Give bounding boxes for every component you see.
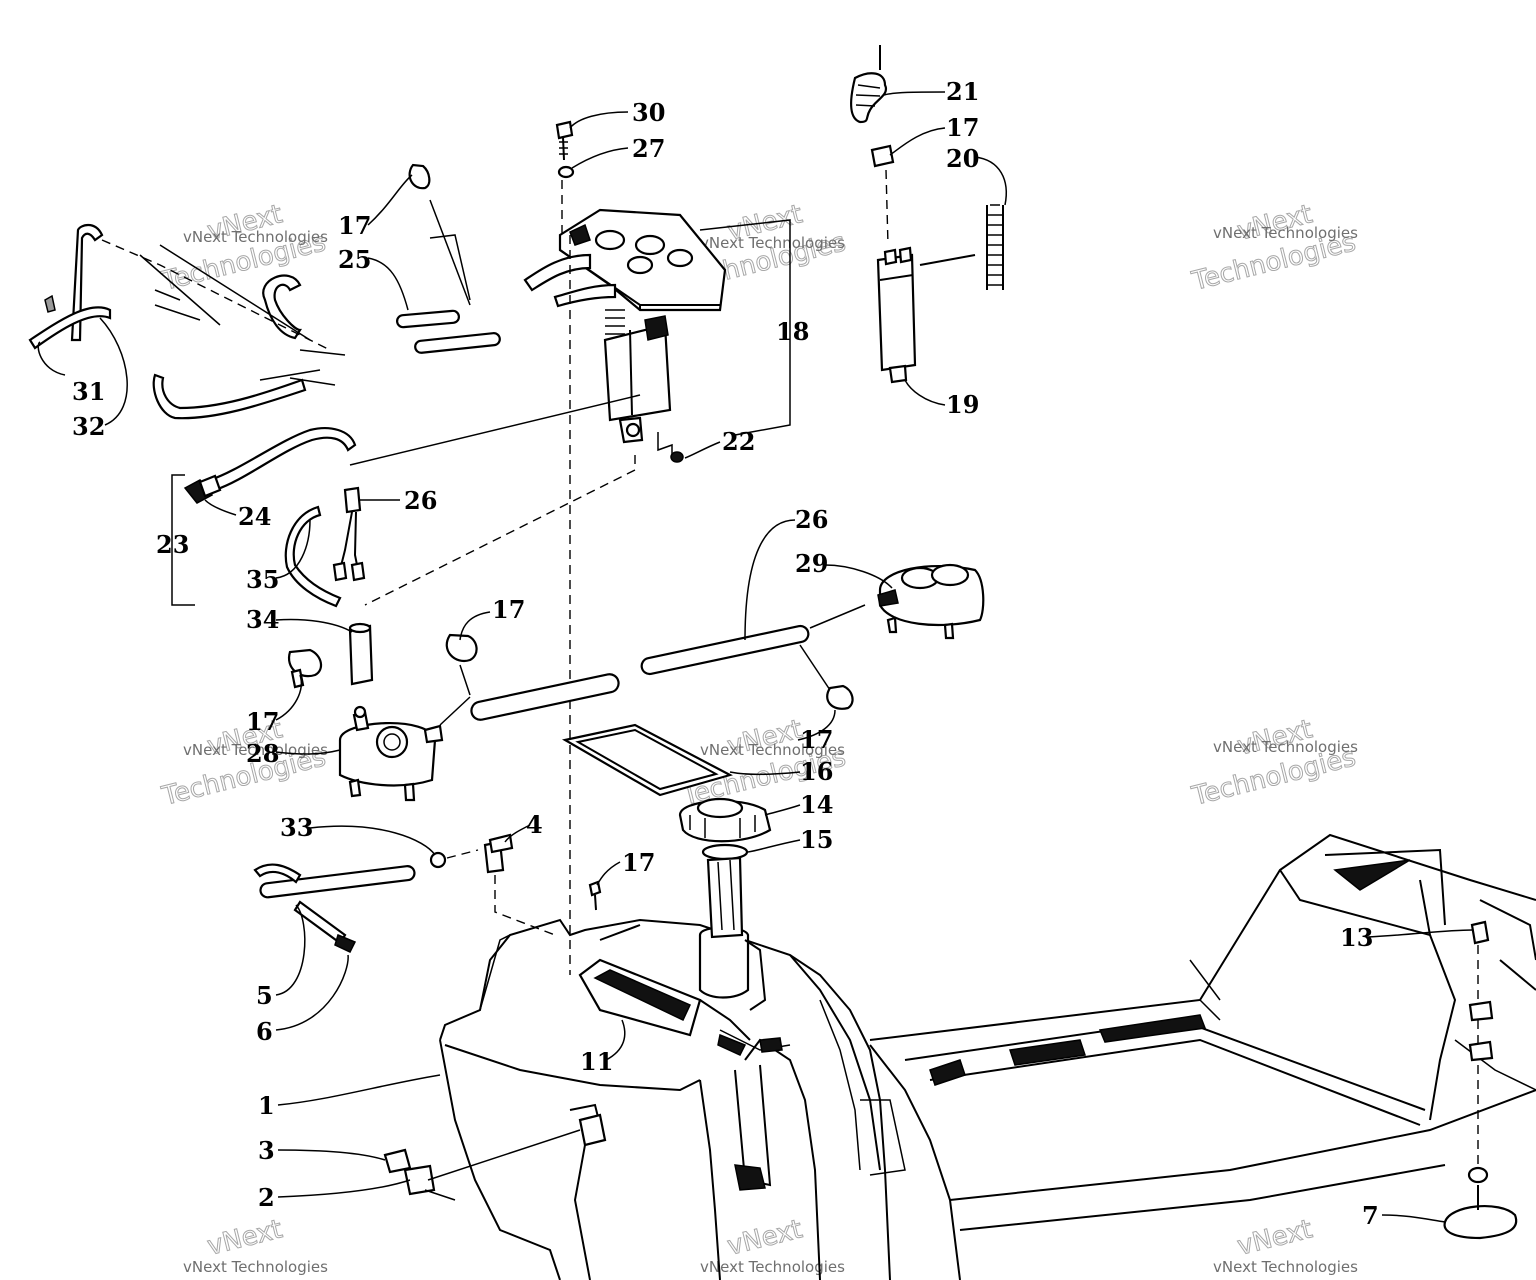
fuel-pump xyxy=(850,45,1004,384)
svg-text:vNext Technologies: vNext Technologies xyxy=(700,234,845,252)
svg-text:vNext Technologies: vNext Technologies xyxy=(183,1258,328,1276)
svg-text:vNext Technologies: vNext Technologies xyxy=(1213,224,1358,242)
callout-33: 33 xyxy=(280,813,313,842)
callout-17-middle: 17 xyxy=(492,595,525,624)
svg-text:vNext: vNext xyxy=(204,1214,285,1261)
callout-1: 1 xyxy=(258,1091,275,1120)
callout-17-top-left: 17 xyxy=(338,211,371,240)
svg-text:vNext: vNext xyxy=(1234,1214,1315,1261)
svg-text:vNext Technologies: vNext Technologies xyxy=(183,228,328,246)
fuel-lines xyxy=(287,563,985,802)
callout-23: 23 xyxy=(156,530,189,559)
watermark: vNext vNext Technologies xyxy=(1213,1214,1358,1276)
watermark: vNext Technologies vNext Technologies xyxy=(1188,199,1359,298)
callout-11: 11 xyxy=(580,1047,613,1076)
svg-text:vNext Technologies: vNext Technologies xyxy=(1213,1258,1358,1276)
callout-7: 7 xyxy=(1362,1201,1379,1230)
callout-30: 31 xyxy=(72,377,105,406)
callout-17-top-right: 17 xyxy=(946,113,979,142)
callout-34: 34 xyxy=(246,605,279,634)
callout-18: 18 xyxy=(776,317,809,346)
chassis-tunnel xyxy=(869,833,1536,1280)
callout-32: 30 xyxy=(632,98,665,127)
callout-22: 21 xyxy=(946,77,979,106)
leader-lines xyxy=(37,91,1473,1223)
small-fittings xyxy=(253,833,1518,1240)
watermark: vNext vNext Technologies xyxy=(183,1214,328,1276)
bolt-and-washer xyxy=(555,120,575,179)
callout-15: 13 xyxy=(1340,923,1373,952)
callout-25: 26 xyxy=(404,486,437,515)
callout-16: 17 xyxy=(622,848,655,877)
svg-text:vNext Technologies: vNext Technologies xyxy=(183,741,328,759)
callout-26-right: 26 xyxy=(795,505,828,534)
callout-20: 22 xyxy=(722,427,755,456)
callout-26-top: 25 xyxy=(338,245,371,274)
callout-17-right: 17 xyxy=(800,725,833,754)
callout-28: 29 xyxy=(795,549,828,578)
fuel-tank xyxy=(439,918,906,1280)
watermarks: vNext Technologies vNext Technologies vN… xyxy=(158,199,1359,1276)
callout-13: 15 xyxy=(800,825,833,854)
svg-text:vNext Technologies: vNext Technologies xyxy=(700,1258,845,1276)
callout-35: 35 xyxy=(246,565,279,594)
callout-2: 2 xyxy=(258,1183,275,1212)
watermark: vNext Technologies vNext Technologies xyxy=(1188,714,1359,813)
callout-19: 19 xyxy=(946,390,979,419)
callout-31: 32 xyxy=(72,412,105,441)
callout-27: 28 xyxy=(246,739,279,768)
callout-21: 20 xyxy=(946,144,979,173)
filler-cap-assembly xyxy=(561,723,772,939)
svg-text:vNext: vNext xyxy=(724,1214,805,1261)
callout-6: 6 xyxy=(256,1017,273,1046)
callout-17-left: 17 xyxy=(246,707,279,736)
callout-24: 24 xyxy=(238,502,271,531)
watermark: vNext vNext Technologies xyxy=(700,1214,845,1276)
wire-harness xyxy=(171,427,366,608)
callout-14: 16 xyxy=(800,757,833,786)
callout-29: 27 xyxy=(632,134,665,163)
svg-text:vNext Technologies: vNext Technologies xyxy=(1213,738,1358,756)
callout-5: 5 xyxy=(256,981,273,1010)
watermark: vNext Technologies vNext Technologies xyxy=(158,199,329,298)
callout-4: 4 xyxy=(526,810,543,839)
callout-3: 3 xyxy=(258,1136,275,1165)
watermark: vNext Technologies vNext Technologies xyxy=(158,714,329,813)
callout-labels: 30 27 21 17 20 17 25 18 19 22 31 32 24 2… xyxy=(72,77,1379,1230)
svg-text:vNext Technologies: vNext Technologies xyxy=(700,741,845,759)
callout-12: 14 xyxy=(800,790,833,819)
fuel-pump-assembly xyxy=(349,180,791,975)
